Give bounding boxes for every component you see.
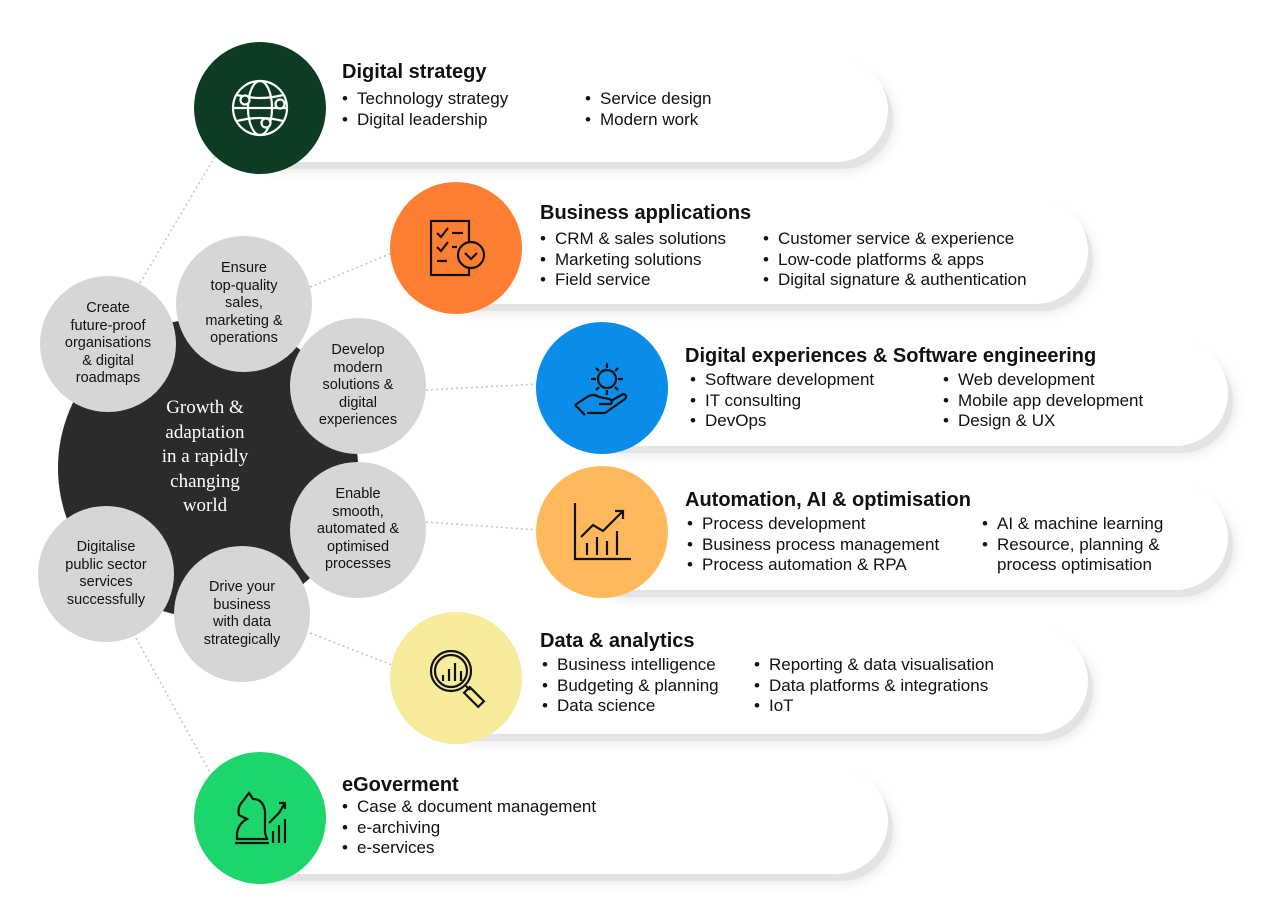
chess-knight-chart-icon bbox=[235, 791, 287, 845]
service-icon-business-applications bbox=[390, 182, 522, 314]
service-item: IT consulting bbox=[690, 391, 874, 412]
service-item: Software development bbox=[690, 370, 874, 391]
hand-gear-icon bbox=[574, 363, 628, 416]
service-item: Low-code platforms & apps bbox=[763, 250, 1027, 271]
service-list-col2: Web development Mobile app development D… bbox=[943, 370, 1143, 432]
service-item: DevOps bbox=[690, 411, 874, 432]
service-item: Field service bbox=[540, 270, 726, 291]
service-item: e-archiving bbox=[342, 818, 596, 839]
service-item: CRM & sales solutions bbox=[540, 229, 726, 250]
connector-business-applications bbox=[309, 252, 393, 288]
connector-automation bbox=[425, 521, 539, 531]
service-title: Data & analytics bbox=[540, 630, 695, 652]
service-list-col1: Software development IT consulting DevOp… bbox=[690, 370, 874, 432]
service-icon-egovernment bbox=[194, 752, 326, 884]
service-item: Digital signature & authentication bbox=[763, 270, 1027, 291]
service-item: Reporting & data visualisation bbox=[754, 655, 994, 676]
service-item: Business process management bbox=[687, 535, 939, 556]
service-item: Data science bbox=[542, 696, 719, 717]
service-item: Mobile app development bbox=[943, 391, 1143, 412]
service-list-col2: Reporting & data visualisation Data plat… bbox=[754, 655, 994, 717]
service-title: Business applications bbox=[540, 202, 752, 224]
service-title: Digital experiences & Software engineeri… bbox=[685, 345, 1097, 367]
service-icon-automation bbox=[536, 466, 668, 598]
service-list-col1: Process development Business process man… bbox=[687, 514, 939, 576]
service-item: Digital leadership bbox=[342, 110, 508, 131]
service-item: Customer service & experience bbox=[763, 229, 1027, 250]
growth-chart-icon bbox=[573, 503, 631, 561]
service-item: Technology strategy bbox=[342, 89, 508, 110]
service-item: Data platforms & integrations bbox=[754, 676, 994, 697]
service-title: Automation, AI & optimisation bbox=[685, 489, 971, 511]
service-item: Modern work bbox=[585, 110, 712, 131]
service-item: Marketing solutions bbox=[540, 250, 726, 271]
center-label: Growth & adaptation in a rapidly changin… bbox=[120, 396, 290, 519]
service-item: Business intelligence bbox=[542, 655, 719, 676]
globe-network-icon bbox=[231, 79, 289, 137]
center-line: in a rapidly bbox=[161, 446, 249, 467]
connector-egovernment bbox=[135, 637, 213, 777]
service-icon-data-analytics bbox=[390, 612, 522, 744]
service-item: Design & UX bbox=[943, 411, 1143, 432]
service-list-col1: CRM & sales solutions Marketing solution… bbox=[540, 229, 726, 291]
center-line: Growth & bbox=[166, 397, 244, 418]
service-item: AI & machine learning bbox=[982, 514, 1169, 535]
service-item: Service design bbox=[585, 89, 712, 110]
service-item: e-services bbox=[342, 838, 596, 859]
service-item: Resource, planning & process optimisatio… bbox=[982, 535, 1169, 576]
service-list-col2: Customer service & experience Low-code p… bbox=[763, 229, 1027, 291]
connector-digital-experiences bbox=[425, 383, 539, 391]
service-item: Case & document management bbox=[342, 797, 596, 818]
service-icon-digital-experiences bbox=[536, 322, 668, 454]
center-line: adaptation bbox=[165, 421, 245, 443]
service-list-col1: Case & document management e-archiving e… bbox=[342, 797, 596, 859]
service-item: Process automation & RPA bbox=[687, 555, 939, 576]
service-item: Web development bbox=[943, 370, 1143, 391]
service-icon-digital-strategy bbox=[194, 42, 326, 174]
service-title: Digital strategy bbox=[342, 61, 487, 83]
service-list-col1: Business intelligence Budgeting & planni… bbox=[542, 655, 719, 717]
checklist-clock-icon bbox=[429, 219, 486, 277]
service-item: IoT bbox=[754, 696, 994, 717]
connector-data-analytics bbox=[309, 632, 393, 666]
service-title: eGoverment bbox=[342, 774, 459, 796]
center-line: changing bbox=[170, 470, 240, 492]
service-list-col2: AI & machine learning Resource, planning… bbox=[982, 514, 1169, 576]
service-list-col1: Technology strategy Digital leadership bbox=[342, 89, 508, 130]
center-line: world bbox=[182, 495, 228, 516]
service-list-col2: Service design Modern work bbox=[585, 89, 712, 130]
magnifier-chart-icon bbox=[429, 649, 486, 709]
connector-digital-strategy bbox=[139, 147, 221, 284]
service-item: Process development bbox=[687, 514, 939, 535]
service-item: Budgeting & planning bbox=[542, 676, 719, 697]
